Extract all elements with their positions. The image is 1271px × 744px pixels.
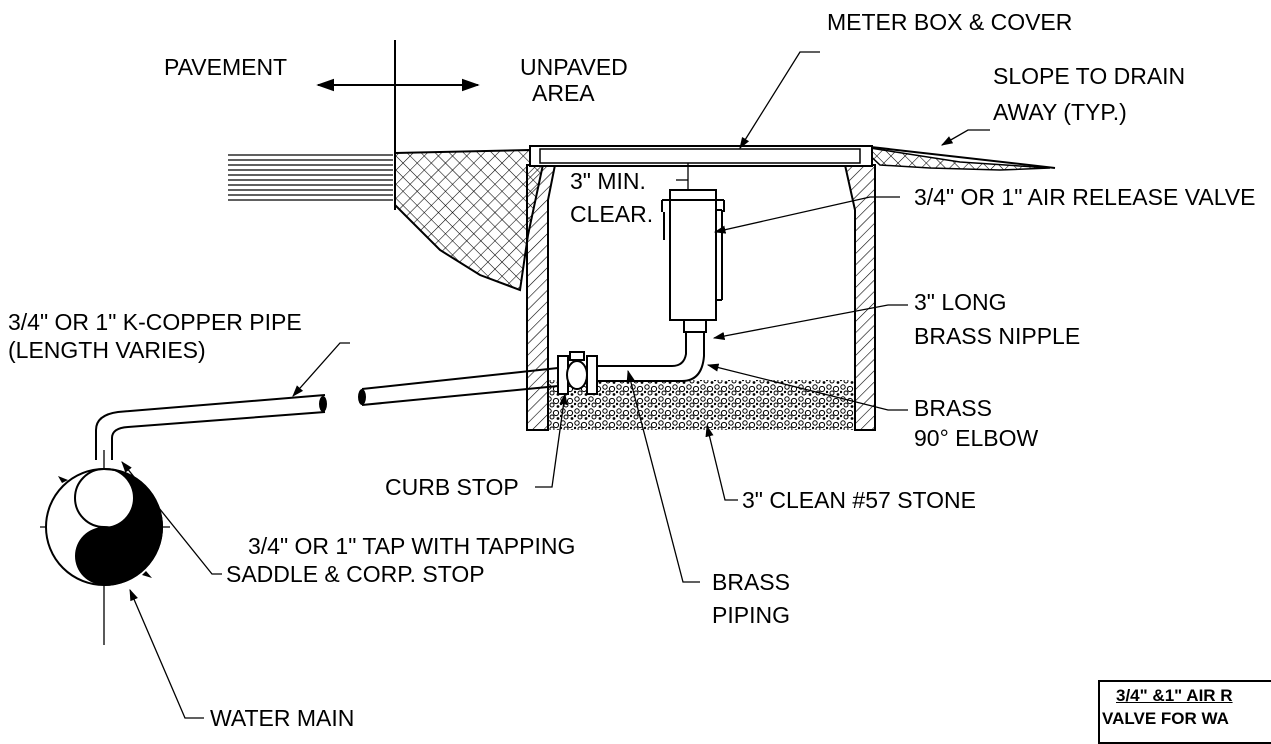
label-brass-piping-2: PIPING bbox=[712, 602, 790, 628]
label-meter-box: METER BOX & COVER bbox=[827, 9, 1072, 35]
label-unpaved-1: UNPAVED bbox=[520, 54, 628, 80]
pavement-surface bbox=[228, 154, 393, 201]
label-min-clear-2: CLEAR. bbox=[570, 201, 653, 227]
label-tap-2: SADDLE & CORP. STOP bbox=[226, 561, 485, 587]
label-curb-stop: CURB STOP bbox=[385, 474, 519, 500]
label-slope-2: AWAY (TYP.) bbox=[993, 99, 1127, 125]
label-copper-2: (LENGTH VARIES) bbox=[8, 337, 206, 363]
label-air-release-valve: 3/4" OR 1" AIR RELEASE VALVE bbox=[914, 184, 1255, 210]
label-brass-piping-1: BRASS bbox=[712, 569, 790, 595]
title-line-2: VALVE FOR WA bbox=[1102, 709, 1229, 728]
label-min-clear-1: 3" MIN. bbox=[570, 168, 646, 194]
soil-slope-right bbox=[860, 147, 1051, 171]
soil-left bbox=[394, 148, 547, 292]
label-copper-1: 3/4" OR 1" K-COPPER PIPE bbox=[8, 309, 302, 335]
label-nipple-2: BRASS NIPPLE bbox=[914, 323, 1080, 349]
label-stone: 3" CLEAN #57 STONE bbox=[742, 487, 976, 513]
title-line-1: 3/4" &1" AIR R bbox=[1116, 686, 1233, 705]
min-clearance-dimension bbox=[676, 163, 689, 190]
label-unpaved-2: AREA bbox=[532, 80, 595, 106]
copper-pipe bbox=[95, 394, 327, 460]
leader-lines bbox=[121, 51, 990, 719]
curb-stop-valve bbox=[557, 351, 598, 395]
label-elbow-1: BRASS bbox=[914, 395, 992, 421]
label-tap-1: 3/4" OR 1" TAP WITH TAPPING bbox=[248, 533, 575, 559]
label-nipple-1: 3" LONG bbox=[914, 289, 1007, 315]
label-elbow-2: 90° ELBOW bbox=[914, 425, 1039, 451]
meter-box bbox=[526, 145, 876, 431]
air-release-valve bbox=[661, 189, 725, 333]
label-slope-1: SLOPE TO DRAIN bbox=[993, 63, 1185, 89]
label-water-main: WATER MAIN bbox=[210, 705, 354, 731]
water-main bbox=[40, 450, 170, 645]
brass-piping bbox=[597, 332, 705, 382]
label-pavement: PAVEMENT bbox=[164, 54, 287, 80]
pipe-inlet bbox=[358, 367, 559, 406]
title-block: 3/4" &1" AIR R VALVE FOR WA bbox=[1098, 680, 1271, 744]
